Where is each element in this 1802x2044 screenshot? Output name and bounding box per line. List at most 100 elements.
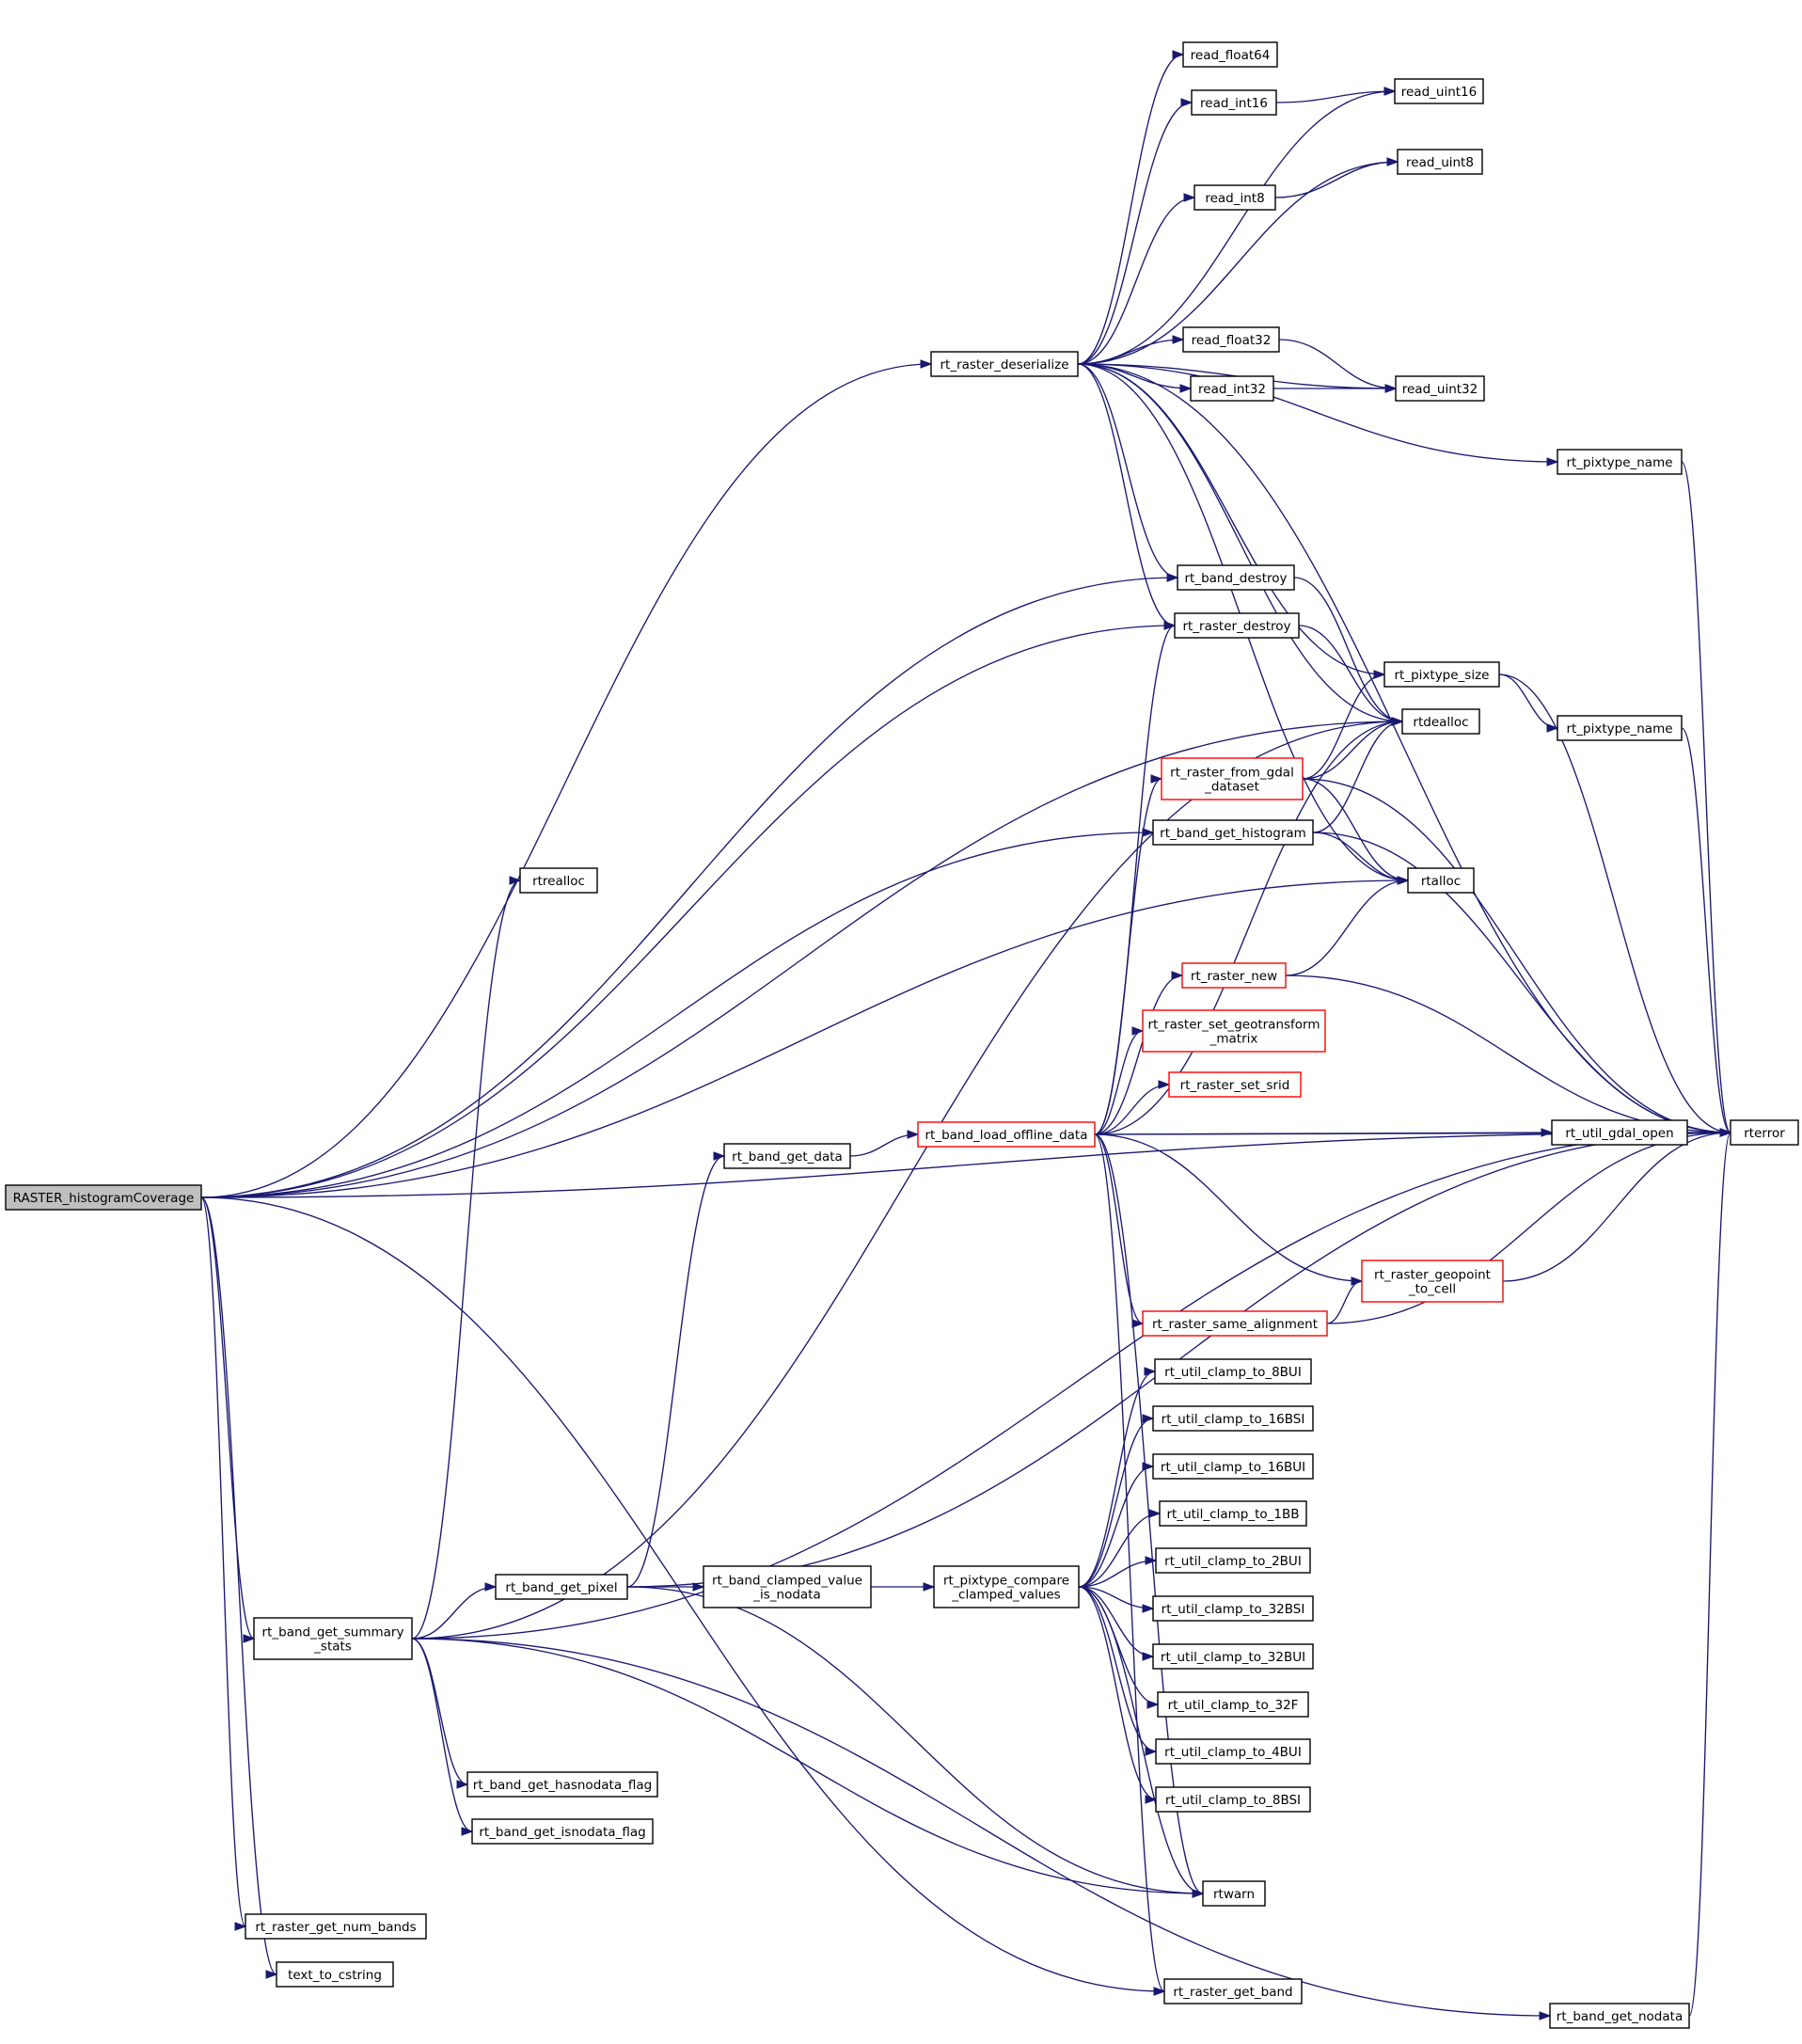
node-read-int8[interactable]: read_int8 xyxy=(1193,184,1276,211)
edge-rt_band_load_offline_data-to-rt_raster_new xyxy=(1094,971,1184,1135)
node-label: rt_band_get_nodata xyxy=(1557,2009,1683,2024)
node-rt-band-clamped-value-is-nodata[interactable]: rt_band_clamped_value_is_nodata xyxy=(703,1565,872,1608)
node-rt-raster-from-gdal-dataset[interactable]: rt_raster_from_gdal_dataset xyxy=(1161,757,1304,800)
edge-line xyxy=(1285,879,1409,976)
node-box xyxy=(1730,1119,1799,1146)
node-RASTER-histogramCoverage[interactable]: RASTER_histogramCoverage xyxy=(5,1184,202,1211)
node-label: rt_util_clamp_to_8BUI xyxy=(1164,1365,1302,1380)
edge-line xyxy=(1077,363,1176,626)
node-label: rt_band_get_isnodata_flag xyxy=(479,1825,645,1840)
node-rt-raster-same-alignment[interactable]: rt_raster_same_alignment xyxy=(1142,1310,1328,1337)
node-rt-pixtype-name-a[interactable]: rt_pixtype_name xyxy=(1557,449,1683,475)
edge-rt_pixtype_compare_clamped_values-to-rt_util_clamp_to_2BUI xyxy=(1078,1556,1158,1588)
edge-line xyxy=(1078,1586,1204,1894)
node-label: rt_band_load_offline_data xyxy=(925,1128,1088,1143)
node-rt-util-clamp-to-32BSI[interactable]: rt_util_clamp_to_32BSI xyxy=(1152,1595,1314,1622)
node-rt-util-clamp-to-32BUI[interactable]: rt_util_clamp_to_32BUI xyxy=(1152,1643,1314,1670)
node-rt-util-clamp-to-8BSI[interactable]: rt_util_clamp_to_8BSI xyxy=(1155,1786,1311,1813)
node-label: rt_pixtype_name xyxy=(1566,721,1672,737)
edge-line xyxy=(1078,1586,1159,1705)
node-read-uint16[interactable]: read_uint16 xyxy=(1394,78,1484,104)
node-rtalloc[interactable]: rtalloc xyxy=(1407,867,1475,894)
node-label: rt_band_get_data xyxy=(732,1149,843,1165)
node-rt-util-clamp-to-2BUI[interactable]: rt_util_clamp_to_2BUI xyxy=(1155,1547,1311,1574)
node-rt-raster-destroy[interactable]: rt_raster_destroy xyxy=(1174,612,1300,639)
edge-line xyxy=(1094,1133,1165,1992)
node-rt-band-load-offline-data[interactable]: rt_band_load_offline_data xyxy=(917,1121,1096,1148)
node-rtwarn[interactable]: rtwarn xyxy=(1202,1880,1266,1907)
node-box xyxy=(1549,2003,1690,2029)
node-rt-pixtype-compare-clamped-values[interactable]: rt_pixtype_compare_clamped_values xyxy=(933,1565,1080,1608)
arrowhead xyxy=(713,1151,726,1161)
node-rt-raster-get-num-bands[interactable]: rt_raster_get_num_bands xyxy=(245,1913,427,1940)
node-rt-band-get-histogram[interactable]: rt_band_get_histogram xyxy=(1152,819,1314,846)
node-read-int16[interactable]: read_int16 xyxy=(1191,89,1277,116)
edge-RASTER_histogramCoverage-to-text_to_cstring xyxy=(200,1196,278,1979)
edge-line xyxy=(1094,974,1183,1135)
node-rt-band-get-nodata[interactable]: rt_band_get_nodata xyxy=(1549,2003,1690,2029)
arrowhead xyxy=(1171,971,1184,980)
node-box xyxy=(1152,1643,1314,1670)
node-read-int32[interactable]: read_int32 xyxy=(1190,375,1274,402)
edge-rt_pixtype_compare_clamped_values-to-rt_util_clamp_to_16BSI xyxy=(1078,1414,1155,1588)
edge-rt_band_get_summary_stats-to-rtrealloc xyxy=(411,876,522,1640)
node-rterror[interactable]: rterror xyxy=(1730,1119,1799,1146)
edge-line xyxy=(1077,102,1193,365)
node-rt-band-get-hasnodata-flag[interactable]: rt_band_get_hasnodata_flag xyxy=(466,1771,658,1798)
node-label: rt_raster_get_band xyxy=(1173,1985,1292,2000)
node-label: rt_util_clamp_to_2BUI xyxy=(1164,1554,1302,1569)
node-rt-band-get-data[interactable]: rt_band_get_data xyxy=(723,1143,851,1169)
node-label: _clamped_values xyxy=(951,1588,1060,1603)
node-rt-raster-set-srid[interactable]: rt_raster_set_srid xyxy=(1168,1071,1302,1098)
edge-line xyxy=(1293,577,1403,722)
node-box xyxy=(1551,1119,1688,1146)
node-rtrealloc[interactable]: rtrealloc xyxy=(519,867,598,894)
node-read-float64[interactable]: read_float64 xyxy=(1182,41,1278,68)
node-label: rt_raster_set_srid xyxy=(1180,1078,1290,1093)
arrowhead xyxy=(509,876,522,885)
node-text-to-cstring[interactable]: text_to_cstring xyxy=(276,1961,394,1988)
node-rt-util-clamp-to-16BUI[interactable]: rt_util_clamp_to_16BUI xyxy=(1152,1453,1314,1480)
node-label: rt_band_clamped_value xyxy=(712,1574,862,1589)
node-rt-util-clamp-to-8BUI[interactable]: rt_util_clamp_to_8BUI xyxy=(1154,1358,1312,1385)
arrowhead xyxy=(1180,98,1193,107)
node-label: rt_band_get_pixel xyxy=(505,1580,617,1595)
node-rt-raster-geopoint-to-cell[interactable]: rt_raster_geopoint_to_cell xyxy=(1361,1260,1504,1303)
edge-rt_band_get_histogram-to-rtdealloc xyxy=(1312,717,1404,833)
node-rt-band-get-isnodata-flag[interactable]: rt_band_get_isnodata_flag xyxy=(471,1818,654,1845)
node-box xyxy=(1168,1071,1302,1098)
edge-line xyxy=(411,1638,468,1785)
node-rt-band-get-pixel[interactable]: rt_band_get_pixel xyxy=(495,1574,628,1600)
edge-line xyxy=(1312,832,1409,881)
node-rt-util-clamp-to-1BB[interactable]: rt_util_clamp_to_1BB xyxy=(1159,1500,1307,1527)
node-rt-raster-deserialize[interactable]: rt_raster_deserialize xyxy=(930,351,1079,377)
node-rt-pixtype-name-b[interactable]: rt_pixtype_name xyxy=(1557,715,1683,741)
node-box xyxy=(519,867,598,894)
node-read-uint32[interactable]: read_uint32 xyxy=(1395,375,1485,402)
node-rtdealloc[interactable]: rtdealloc xyxy=(1401,708,1480,735)
node-rt-band-get-summary-stats[interactable]: rt_band_get_summary_stats xyxy=(253,1617,413,1660)
node-read-float32[interactable]: read_float32 xyxy=(1182,326,1280,353)
node-rt-raster-set-geotransform-matrix[interactable]: rt_raster_set_geotransform_matrix xyxy=(1142,1009,1326,1053)
edge-rt_band_load_offline_data-to-rt_raster_destroy xyxy=(1094,621,1177,1135)
node-box xyxy=(1407,867,1475,894)
node-label: rtwarn xyxy=(1213,1887,1255,1902)
node-rt-band-destroy[interactable]: rt_band_destroy xyxy=(1177,564,1295,591)
node-rt-util-clamp-to-16BSI[interactable]: rt_util_clamp_to_16BSI xyxy=(1152,1405,1314,1432)
node-rt-raster-new[interactable]: rt_raster_new xyxy=(1181,962,1287,989)
node-read-uint8[interactable]: read_uint8 xyxy=(1397,149,1483,175)
node-label: _to_cell xyxy=(1408,1282,1456,1297)
node-rt-raster-get-band[interactable]: rt_raster_get_band xyxy=(1163,1978,1303,2004)
edge-rt_band_get_summary_stats-to-rtwarn xyxy=(411,1638,1205,1898)
node-rt-util-clamp-to-4BUI[interactable]: rt_util_clamp_to_4BUI xyxy=(1155,1738,1311,1765)
node-label: read_float32 xyxy=(1192,333,1272,348)
node-rt-pixtype-size[interactable]: rt_pixtype_size xyxy=(1383,661,1500,688)
edge-rt_band_get_summary_stats-to-rt_band_get_hasnodata_flag xyxy=(411,1638,469,1789)
edge-line xyxy=(200,1196,246,1927)
edge-rt_raster_deserialize-to-read_int16 xyxy=(1077,98,1193,365)
node-rt-util-clamp-to-32F[interactable]: rt_util_clamp_to_32F xyxy=(1157,1691,1309,1718)
edge-read_int16-to-read_uint16 xyxy=(1275,87,1397,103)
edge-line xyxy=(1078,1586,1157,1800)
edge-rt_band_load_offline_data-to-rt_raster_set_geotransform_matrix xyxy=(1094,1026,1145,1135)
node-rt-util-gdal-open[interactable]: rt_util_gdal_open xyxy=(1551,1119,1688,1146)
